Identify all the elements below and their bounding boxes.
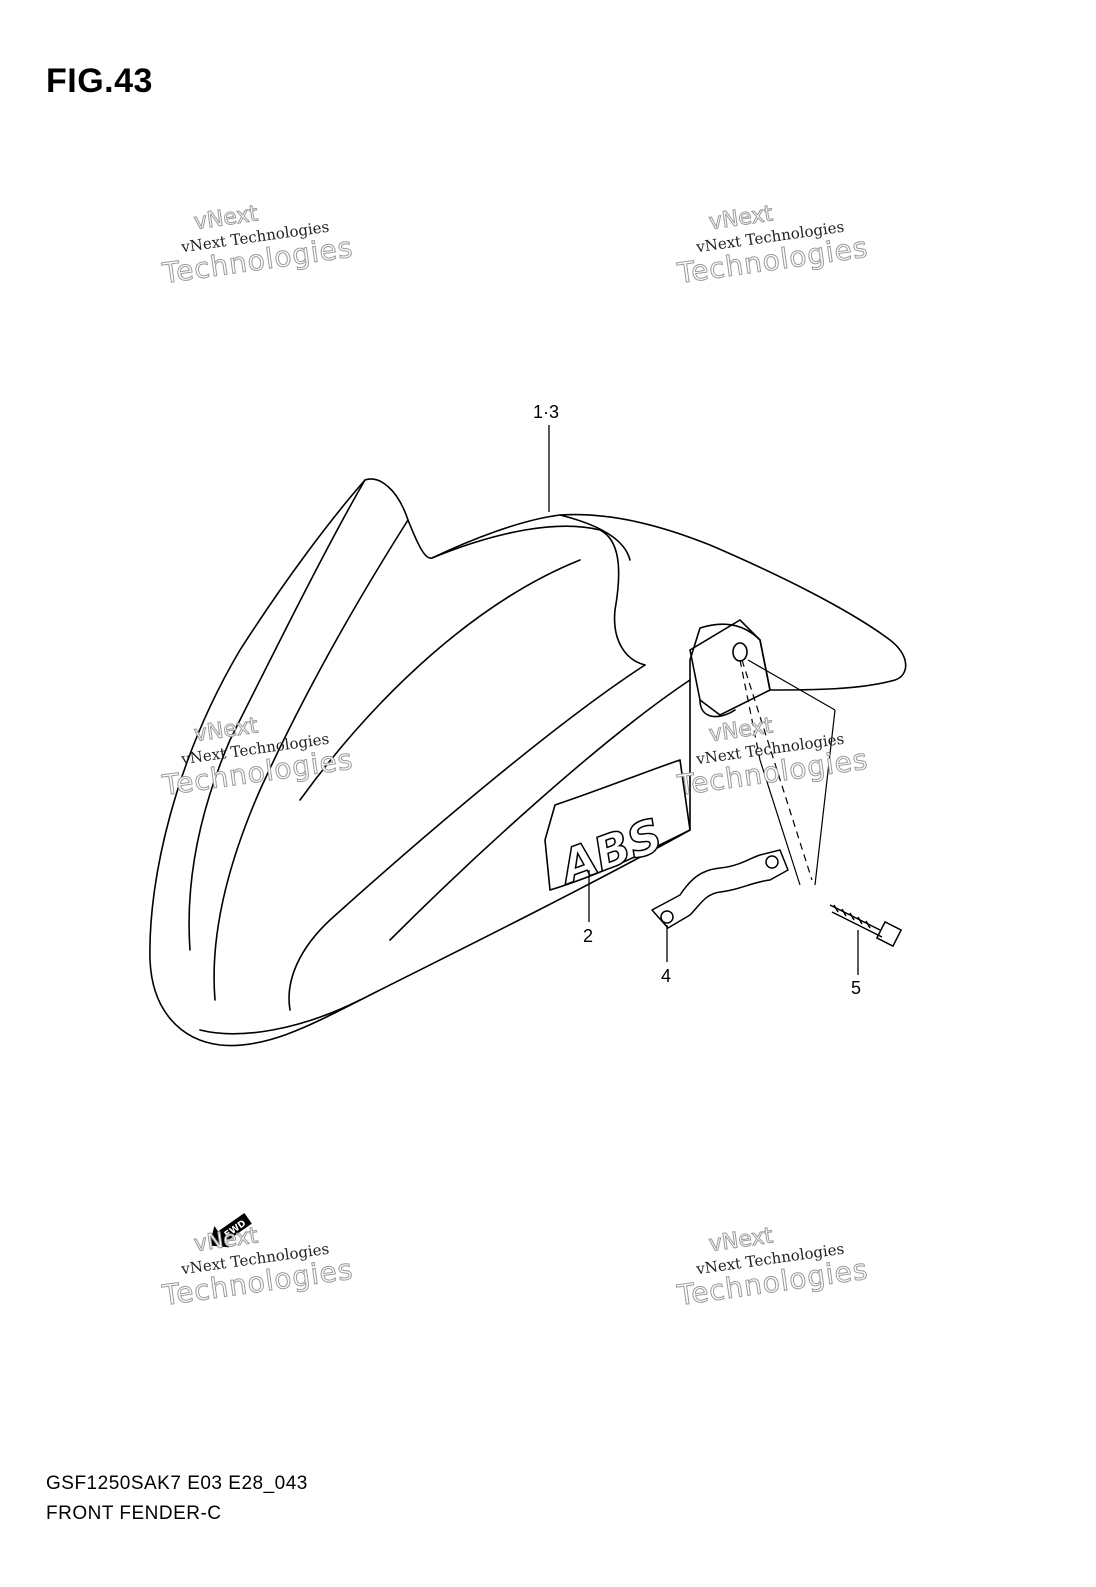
callout-4: 4	[661, 966, 672, 986]
fender-inner-line	[559, 514, 631, 561]
assembly-line-solid-1	[747, 659, 836, 711]
fender-bottom-lip	[199, 999, 361, 1035]
fender-rear-tail	[699, 699, 736, 718]
fwd-arrow-icon: FWD	[209, 1213, 252, 1248]
callout-2: 2	[583, 926, 594, 946]
fender-side-line-1	[288, 664, 646, 1011]
figure-title: FIG.43	[46, 62, 153, 100]
bolt	[829, 904, 903, 948]
clamp-bracket	[651, 849, 789, 929]
fender-side-line-2	[389, 679, 691, 941]
fender-rear-bracket	[689, 619, 771, 716]
assembly-line-solid-3	[759, 759, 801, 886]
mount-hole	[732, 642, 748, 662]
assembly-line-solid-2	[814, 709, 836, 886]
fender-crest-line-2	[213, 519, 409, 1001]
front-fender-body	[149, 478, 907, 1047]
abs-emblem-outline	[544, 759, 691, 891]
callout-1-3: 1·3	[533, 402, 560, 422]
fender-side-line-3	[299, 559, 581, 801]
callout-5: 5	[851, 978, 862, 998]
assembly-line-clamp	[739, 659, 761, 761]
diagram-name: FRONT FENDER-C	[46, 1503, 222, 1524]
fender-crest-line	[188, 479, 366, 951]
fender-hump	[431, 525, 646, 666]
diagram-code: GSF1250SAK7 E03 E28_043	[46, 1473, 308, 1494]
assembly-line-bolt	[741, 659, 813, 881]
abs-emblem-text: ABS	[550, 808, 669, 895]
